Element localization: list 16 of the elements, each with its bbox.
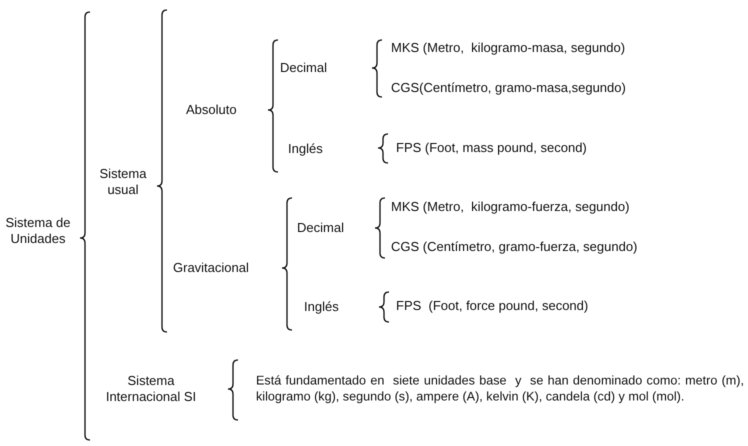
category-label: MKS (Metro, kilogramo-masa, segundo) bbox=[391, 40, 626, 56]
category-label: Sistema de Unidades bbox=[4, 214, 72, 248]
category-label: CGS(Centímetro, gramo-masa,segundo) bbox=[391, 80, 626, 96]
category-label: FPS (Foot, force pound, second) bbox=[396, 298, 588, 314]
category-label: Sistema Internacional SI bbox=[104, 372, 198, 406]
category-label: MKS (Metro, kilogramo-fuerza, segundo) bbox=[391, 198, 630, 216]
category-label: Gravitacional bbox=[173, 260, 249, 276]
category-label: Decimal bbox=[280, 60, 327, 76]
description-text: Está fundamentado en siete unidades base y se han denominado como: metro (m), kilogramo (kg), segundo (s), ampere (A), kelvin (K), candela (cd) y mol (mol). bbox=[256, 372, 744, 406]
category-label: CGS (Centímetro, gramo-fuerza, segundo) bbox=[391, 238, 638, 256]
category-label: Inglés bbox=[304, 298, 339, 316]
category-label: Decimal bbox=[297, 220, 344, 236]
category-label: FPS (Foot, mass pound, second) bbox=[396, 140, 587, 156]
category-label: Absoluto bbox=[186, 102, 237, 118]
category-label: Sistema usual bbox=[98, 166, 148, 198]
category-label: Inglés bbox=[288, 140, 323, 158]
